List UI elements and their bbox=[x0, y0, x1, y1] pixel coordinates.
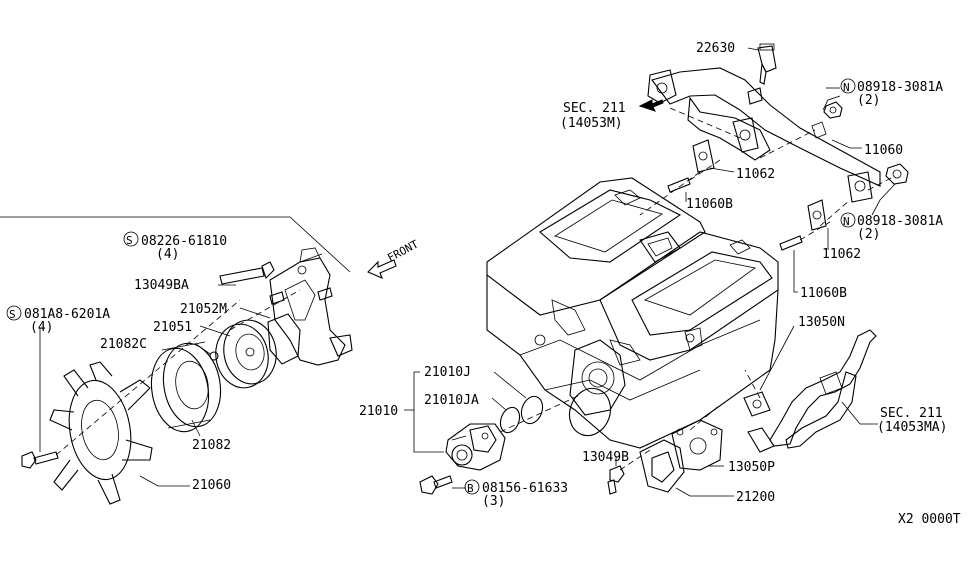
label-sec211-top-ref: (14053M) bbox=[560, 116, 623, 131]
symbol-n-2: N bbox=[843, 215, 850, 228]
pulley-hub bbox=[267, 313, 301, 365]
temperature-sensor bbox=[757, 43, 777, 85]
label-n2: 08918-3081A bbox=[857, 214, 943, 229]
symbol-n-1: N bbox=[843, 81, 850, 94]
label-b1-qty: (3) bbox=[482, 494, 505, 509]
label-s1-qty: (4) bbox=[156, 247, 179, 262]
label-front: FRONT bbox=[385, 237, 421, 264]
stud-upper bbox=[667, 177, 691, 193]
label-21010: 21010 bbox=[359, 404, 398, 419]
label-22630: 22630 bbox=[696, 41, 735, 56]
bolt-13049ba bbox=[219, 261, 275, 285]
fan-pulley bbox=[215, 319, 277, 389]
label-11062-b: 11062 bbox=[822, 247, 861, 262]
gasket-lower bbox=[807, 199, 827, 231]
o-ring-21010j bbox=[520, 395, 544, 425]
label-21010ja: 21010JA bbox=[424, 393, 479, 408]
label-diagram-code: X2 0000T bbox=[898, 512, 961, 527]
symbol-s-1: S bbox=[126, 234, 133, 247]
water-pump bbox=[445, 423, 506, 471]
label-s2-qty: (4) bbox=[30, 320, 53, 335]
fan-bolt bbox=[21, 451, 59, 469]
label-s2: 081A8-6201A bbox=[24, 307, 110, 322]
bolt-08156 bbox=[419, 475, 453, 495]
label-11060: 11060 bbox=[864, 143, 903, 158]
fan-bracket bbox=[269, 247, 353, 366]
label-11062-a: 11062 bbox=[736, 167, 775, 182]
water-outlet-pipe bbox=[647, 67, 881, 203]
label-11060b-a: 11060B bbox=[686, 197, 733, 212]
label-sec211-top: SEC. 211 bbox=[563, 101, 626, 116]
label-13050n: 13050N bbox=[798, 315, 845, 330]
label-n1: 08918-3081A bbox=[857, 80, 943, 95]
o-ring-21010ja bbox=[499, 406, 521, 434]
label-b1: 08156-61633 bbox=[482, 481, 568, 496]
front-arrow-icon bbox=[367, 259, 397, 280]
symbol-s-2: S bbox=[9, 308, 16, 321]
label-sec211-right: SEC. 211 bbox=[880, 406, 943, 421]
labels: 22630 N 08918-3081A (2) SEC. 211 (14053M… bbox=[6, 41, 961, 527]
label-21082c: 21082C bbox=[100, 337, 147, 352]
label-21051: 21051 bbox=[153, 320, 192, 335]
label-21082: 21082 bbox=[192, 438, 231, 453]
label-21052m: 21052M bbox=[180, 302, 227, 317]
stud-lower bbox=[779, 235, 803, 251]
engine-block bbox=[486, 177, 779, 449]
bolt-13049b bbox=[607, 465, 625, 495]
sec211-top-arrow bbox=[638, 99, 664, 112]
nut-top bbox=[823, 101, 843, 119]
label-s1: 08226-61810 bbox=[141, 234, 227, 249]
label-sec211-right-ref: (14053MA) bbox=[877, 420, 947, 435]
label-11060b-b: 11060B bbox=[800, 286, 847, 301]
label-13049b: 13049B bbox=[582, 450, 629, 465]
label-13050p: 13050P bbox=[728, 460, 775, 475]
water-inlet-pipe bbox=[743, 329, 877, 453]
label-21200: 21200 bbox=[736, 490, 775, 505]
label-n2-qty: (2) bbox=[857, 227, 880, 242]
symbol-b-1: B bbox=[467, 482, 474, 495]
label-n1-qty: (2) bbox=[857, 93, 880, 108]
label-21010j: 21010J bbox=[424, 365, 471, 380]
label-21060: 21060 bbox=[192, 478, 231, 493]
fan-coupling bbox=[150, 341, 222, 433]
coupling-nut bbox=[209, 351, 219, 361]
leader-lines bbox=[39, 47, 896, 497]
gasket-upper bbox=[692, 139, 715, 173]
bracket-bolts bbox=[269, 287, 333, 305]
thermostat-housing bbox=[639, 419, 723, 493]
cooling-fan bbox=[49, 361, 153, 505]
label-13049ba: 13049BA bbox=[134, 278, 189, 293]
nut-right bbox=[885, 163, 909, 185]
